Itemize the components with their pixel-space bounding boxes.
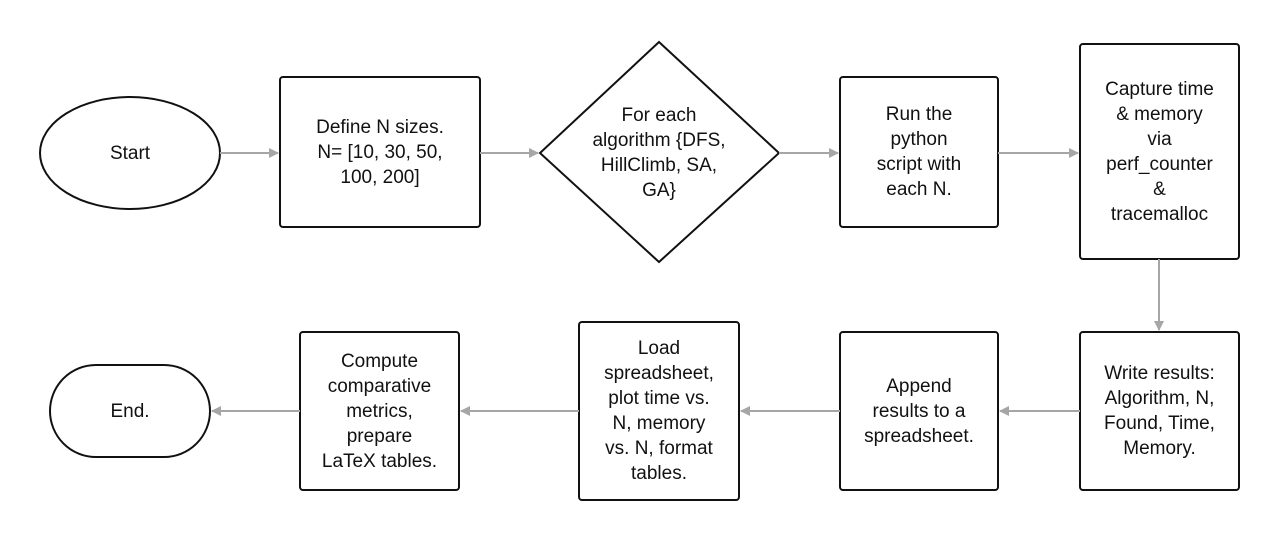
loop-node-shape — [538, 40, 781, 264]
end-node-shape — [49, 364, 211, 458]
write-node-label: Write results: Algorithm, N, Found, Time… — [1104, 363, 1215, 459]
compute-node-label: Compute comparative metrics, prepare LaT… — [321, 350, 438, 472]
append-node-label: Append results to a spreadsheet. — [864, 375, 974, 447]
run-node-label: Run the python script with each N. — [876, 104, 962, 200]
loop-node-label: For each algorithm {DFS, HillClimb, SA, … — [592, 105, 726, 201]
load-node-label: Load spreadsheet, plot time vs. N, memor… — [604, 338, 714, 484]
capture-node-label: Capture time & memory via perf_counter &… — [1105, 78, 1214, 225]
define-node-label: Define N sizes. N= [10, 30, 50, 100, 200… — [316, 116, 444, 188]
end-node-label: End. — [110, 400, 150, 422]
start-node-label: Start — [109, 142, 151, 164]
